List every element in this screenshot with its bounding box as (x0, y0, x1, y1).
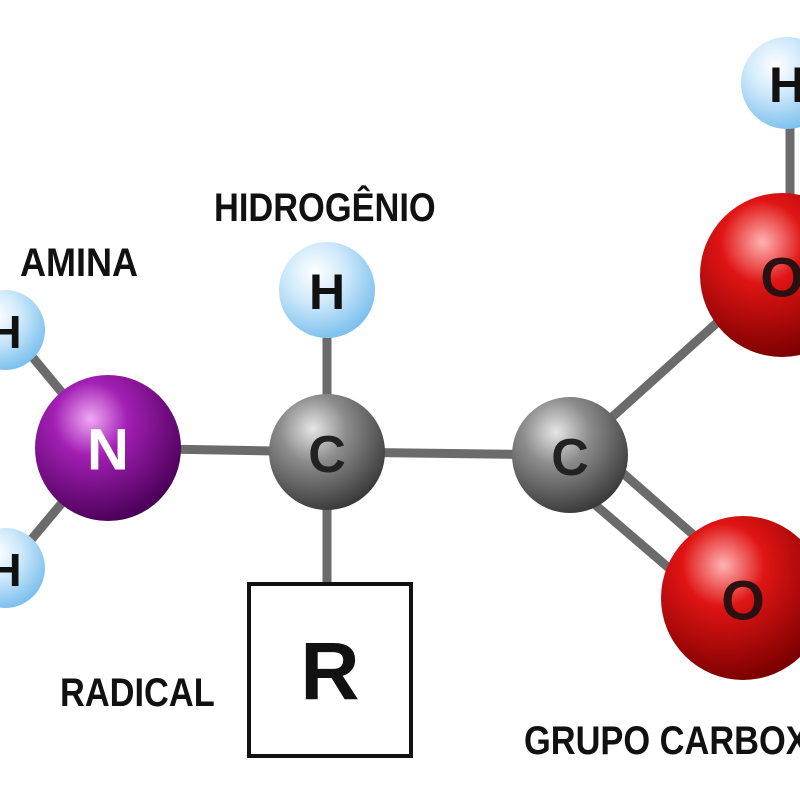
label-grupo-carboxila: GRUPO CARBOXILA (524, 718, 800, 763)
label-hidrogenio: HIDROGÊNIO (214, 185, 436, 230)
atom-c-carboxyl-letter: C (551, 429, 589, 487)
atom-h-alpha: H (279, 242, 375, 338)
atom-o-hydroxyl-letter: O (760, 246, 800, 309)
atom-o-carbonyl: O (661, 516, 800, 680)
atom-c-carboxyl: C (512, 397, 628, 513)
atom-nitrogen: N (35, 375, 181, 521)
atom-h-alpha-letter: H (309, 264, 345, 320)
label-amina: AMINA (20, 241, 138, 285)
atom-o-carbonyl-letter: O (721, 569, 765, 632)
atom-c-alpha-letter: C (308, 426, 346, 484)
atom-o-hydroxyl: O (700, 193, 800, 357)
radical-box-frame (247, 582, 413, 758)
atom-h-amine-top: H (0, 290, 45, 370)
label-radical: RADICAL (60, 670, 215, 715)
atom-h-amine-bottom-letter: H (0, 544, 22, 596)
atom-h-hydroxyl-letter: H (769, 57, 800, 113)
radical-box-letter: R (300, 627, 359, 718)
bonds (5, 80, 795, 617)
atom-h-hydroxyl: H (741, 37, 800, 129)
atom-h-amine-top-letter: H (0, 306, 22, 358)
atom-h-amine-bottom: H (0, 528, 45, 608)
radical-box: R (247, 582, 413, 758)
atom-c-alpha: C (269, 394, 385, 510)
atom-nitrogen-letter: N (87, 418, 129, 483)
